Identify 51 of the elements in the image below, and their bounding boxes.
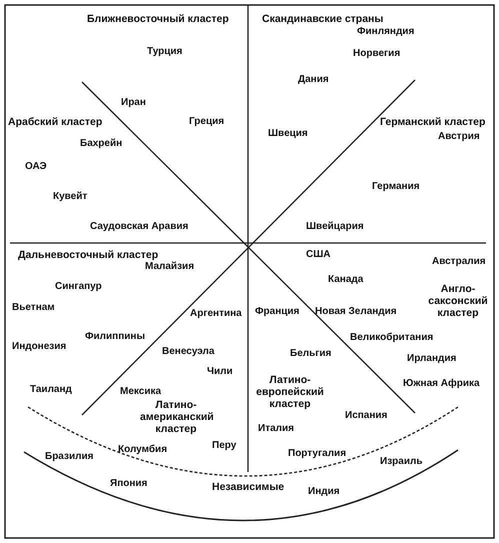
country-name: Испания (345, 410, 388, 422)
country-name: Япония (110, 478, 148, 490)
country-name: Швейцария (306, 221, 364, 233)
cluster-title: Ближневосточный кластер (87, 13, 229, 25)
country-name: Вьетнам (12, 302, 55, 314)
country-name: Франция (255, 306, 300, 318)
country-name: Иран (121, 97, 146, 109)
country-name: Малайзия (145, 261, 194, 273)
cluster-title: Германский кластер (380, 116, 486, 128)
country-name: Норвегия (353, 48, 400, 60)
country-name: Австрия (438, 131, 480, 143)
country-name: Перу (212, 440, 236, 452)
country-name: Саудовская Аравия (90, 221, 188, 233)
cluster-title: Дальневосточный кластер (18, 249, 158, 261)
country-name: Турция (147, 46, 182, 58)
country-name: Финляндия (357, 26, 414, 38)
country-name: Кувейт (53, 191, 88, 203)
cluster-title: Латино-американский кластер (140, 399, 212, 435)
country-name: ОАЭ (25, 161, 47, 173)
cluster-title: Скандинавские страны (262, 13, 384, 25)
country-name: Австралия (432, 256, 486, 268)
country-name: Венесуэла (162, 346, 214, 358)
country-name: Мексика (120, 386, 162, 398)
country-name: Италия (258, 423, 294, 435)
cluster-title: Независимые (212, 481, 284, 493)
country-name: Колумбия (118, 444, 168, 456)
country-name: Бельгия (290, 348, 332, 360)
country-name: Канада (328, 274, 364, 286)
cluster-title: Англо-саксонский кластер (427, 283, 489, 319)
country-name: Индонезия (12, 341, 66, 353)
country-name: США (306, 249, 330, 261)
country-name: Южная Африка (403, 378, 480, 390)
country-name: Новая Зеландия (315, 306, 397, 318)
country-name: Индия (308, 486, 340, 498)
country-name: Чили (207, 366, 233, 378)
country-name: Филиппины (85, 331, 145, 343)
country-name: Сингапур (55, 281, 102, 293)
country-name: Израиль (380, 456, 422, 468)
cluster-title: Арабский кластер (8, 116, 102, 128)
cluster-title: Латино-европейский кластер (255, 374, 325, 410)
country-name: Португалия (288, 448, 346, 460)
country-name: Бахрейн (80, 138, 122, 150)
country-name: Греция (189, 116, 224, 128)
country-name: Великобритания (350, 332, 434, 344)
country-name: Бразилия (45, 451, 94, 463)
country-name: Швеция (268, 128, 308, 140)
country-name: Аргентина (190, 308, 242, 320)
country-name: Таиланд (30, 384, 72, 396)
country-name: Германия (372, 181, 420, 193)
country-name: Дания (298, 74, 329, 86)
country-name: Ирландия (407, 353, 456, 365)
